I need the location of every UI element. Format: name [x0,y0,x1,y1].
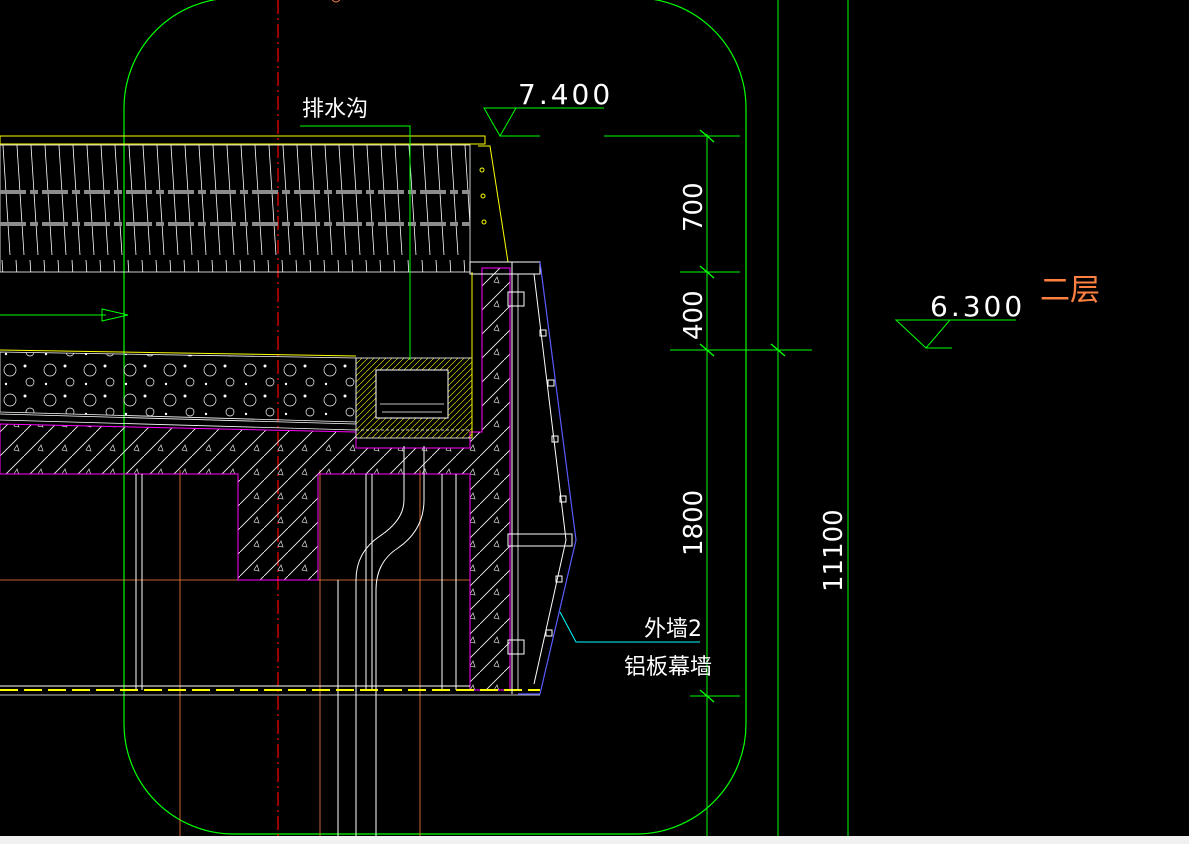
wall-desc-label: 铝板幕墙 [624,655,712,680]
roof-grating [0,135,509,273]
revision-cloud [123,0,747,835]
status-strip [0,836,1189,844]
elevation-mark-floor [894,319,1016,349]
grid-bubble-marker [331,0,341,3]
dimension-700: 700 [679,182,709,232]
curtain-wall [469,261,577,695]
ceiling-line [0,685,540,696]
dimension-400: 400 [679,290,709,340]
elevation-top-label: 7.400 [518,78,613,111]
wall-type-label: 外墙2 [644,617,702,642]
roof-screed [0,349,357,431]
floor-name-label: 二层 [1040,273,1100,308]
concrete-slab [0,267,511,691]
drain-gutter [355,272,473,439]
elevation-floor-label: 6.300 [930,290,1025,323]
dimension-11100: 11100 [819,509,849,592]
slope-arrow [0,308,129,322]
drain-leader [300,125,411,360]
dimension-chain [604,129,812,703]
elevation-mark-top [483,107,604,138]
downpipe [337,446,425,836]
dimension-1800: 1800 [679,490,709,556]
drain-label: 排水沟 [302,97,368,122]
columns [135,474,457,690]
wall-leader [559,611,700,643]
